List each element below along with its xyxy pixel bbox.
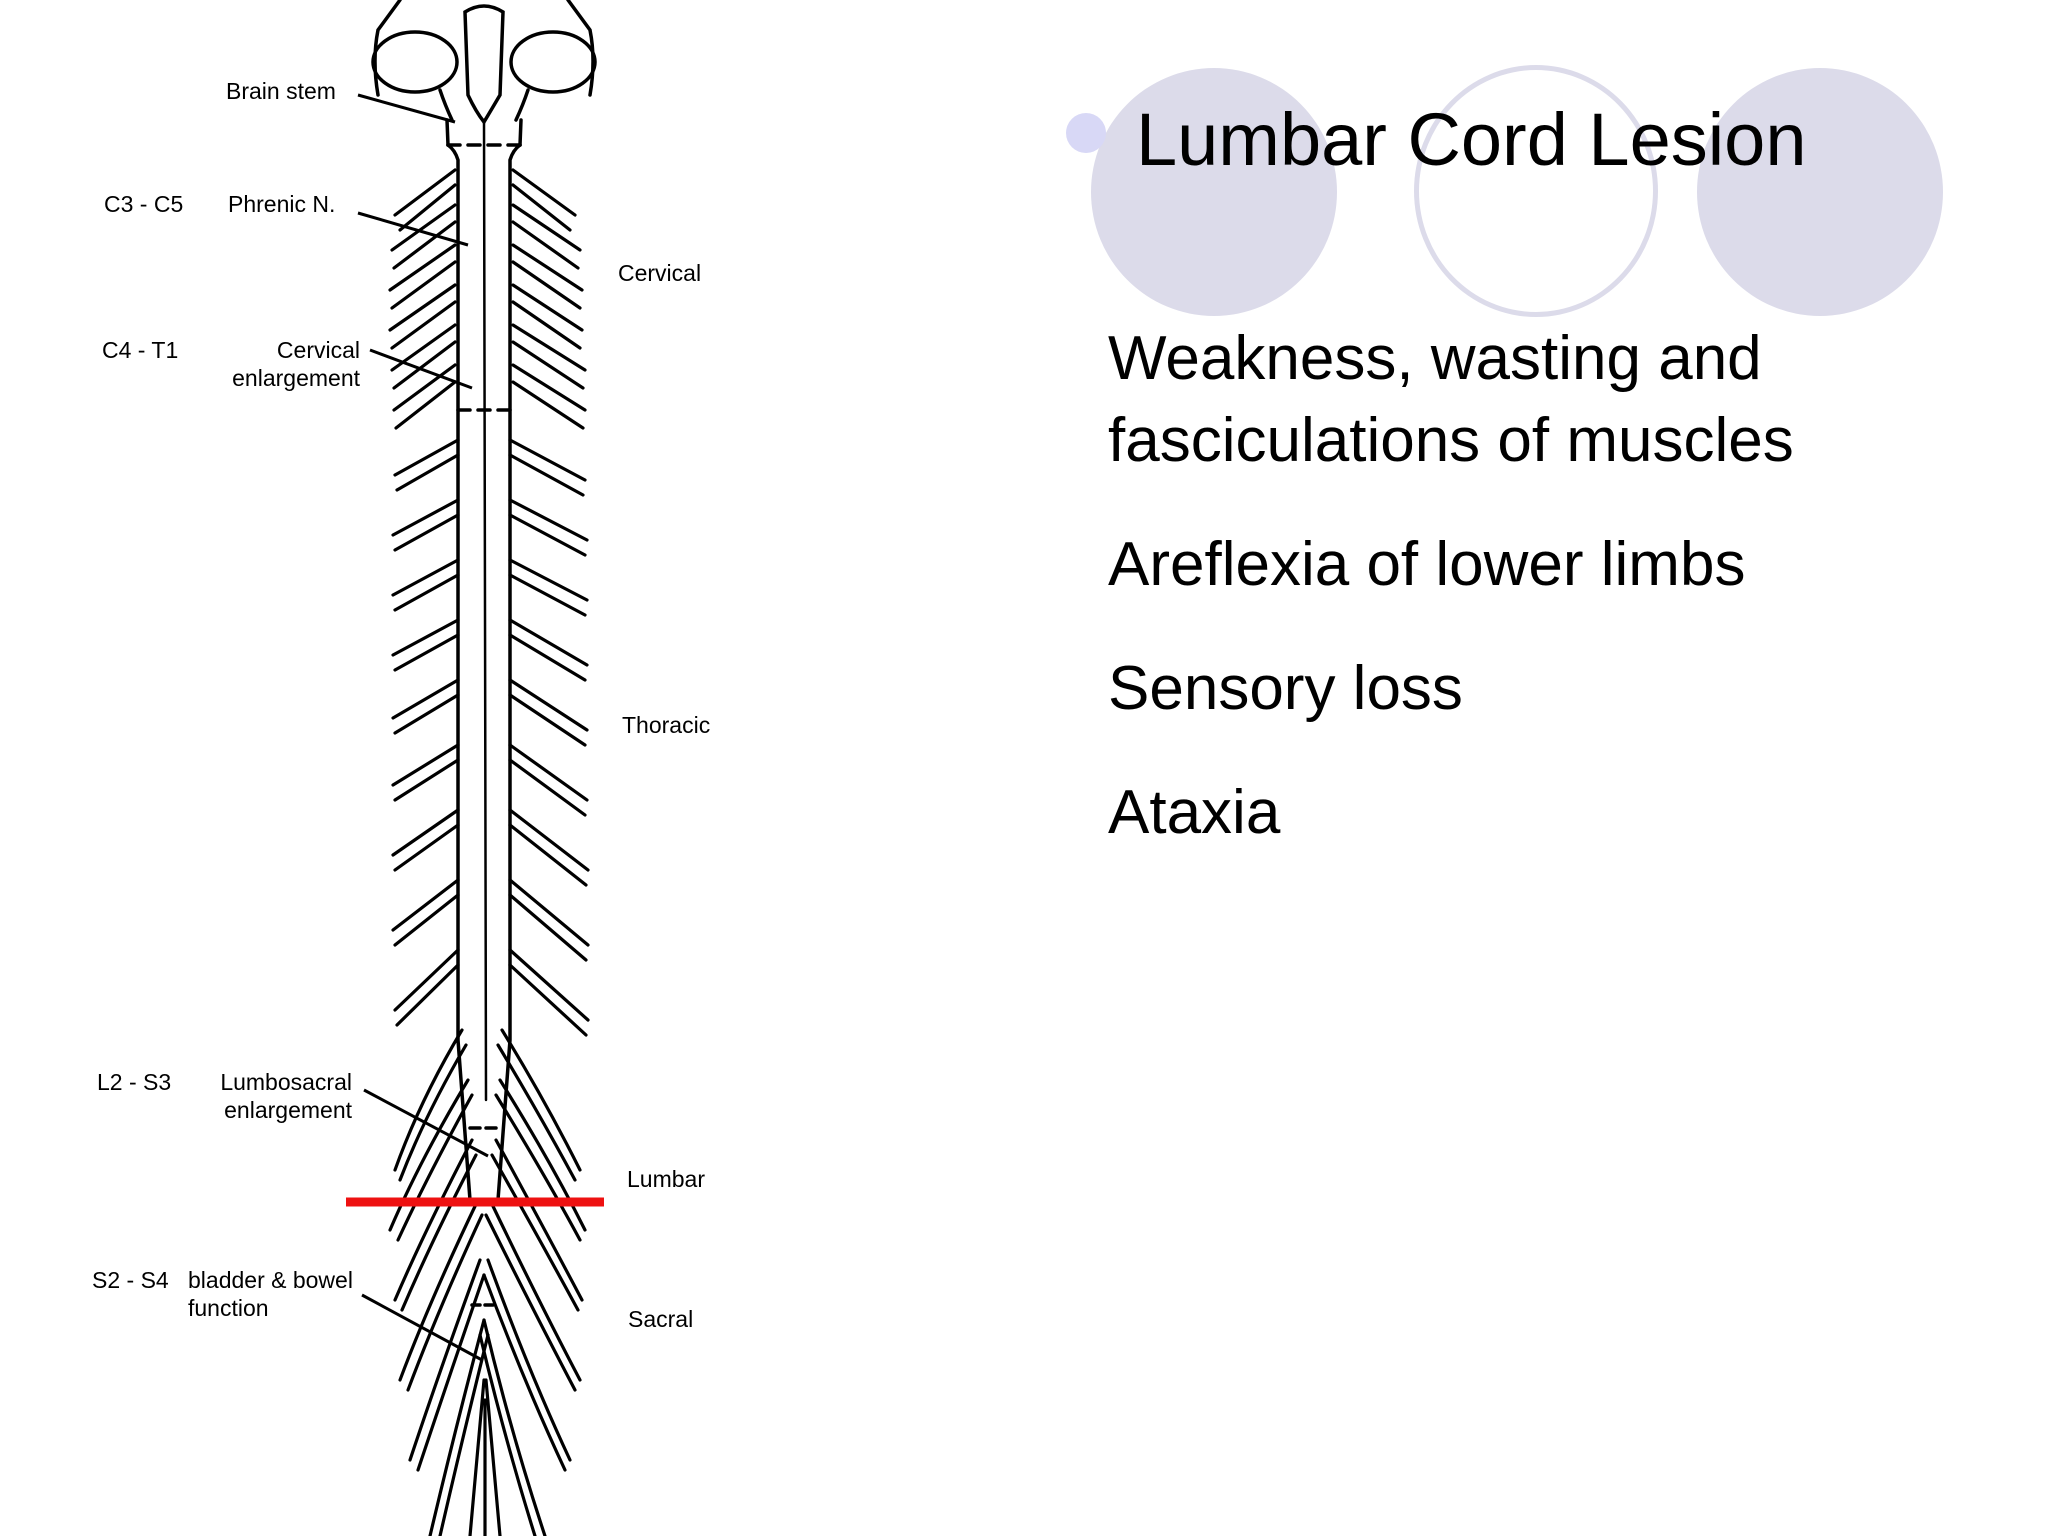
circle-bullet-icon [1066, 113, 1106, 153]
label-phrenic-nerve: Phrenic N. [228, 191, 336, 217]
spinal-cord-figure: Brain stem C3 - C5 Phrenic N. C4 - T1 Ce… [0, 0, 800, 1536]
label-cervical-enlargement: Cervical enlargement [232, 337, 360, 391]
symptom-item: Areflexia of lower limbs [1108, 530, 1746, 599]
label-segment-s2-s4: S2 - S4 [92, 1267, 169, 1293]
slide-title: Lumbar Cord Lesion [1136, 98, 1807, 181]
decor-circle-outline-middle [1414, 65, 1658, 317]
label-bladder-bowel-function: bladder & bowel function [188, 1267, 353, 1321]
symptom-item: Ataxia [1108, 778, 1281, 847]
label-segment-c3-c5: C3 - C5 [104, 191, 184, 217]
decor-circle-filled-right [1697, 68, 1943, 316]
label-sacral: Sacral [628, 1306, 694, 1332]
label-lumbar: Lumbar [627, 1166, 705, 1192]
label-lumbosacral-enlargement: Lumbosacral enlargement [220, 1069, 352, 1123]
spinal-cord-drawing [346, 0, 604, 1536]
symptom-item: Sensory loss [1108, 654, 1463, 723]
label-segment-l2-s3: L2 - S3 [97, 1069, 172, 1095]
label-cervical: Cervical [618, 260, 702, 286]
label-segment-c4-t1: C4 - T1 [102, 337, 179, 363]
label-thoracic: Thoracic [622, 712, 711, 738]
leader-lines [357, 93, 489, 1362]
symptom-item: Weakness, wasting and fasciculations of … [1108, 324, 1794, 475]
decor-circle-filled-left [1091, 68, 1337, 316]
nerve-roots [388, 168, 590, 1536]
label-brain-stem: Brain stem [226, 78, 336, 104]
symptom-list: Weakness, wasting and fasciculations of … [1108, 318, 2008, 896]
